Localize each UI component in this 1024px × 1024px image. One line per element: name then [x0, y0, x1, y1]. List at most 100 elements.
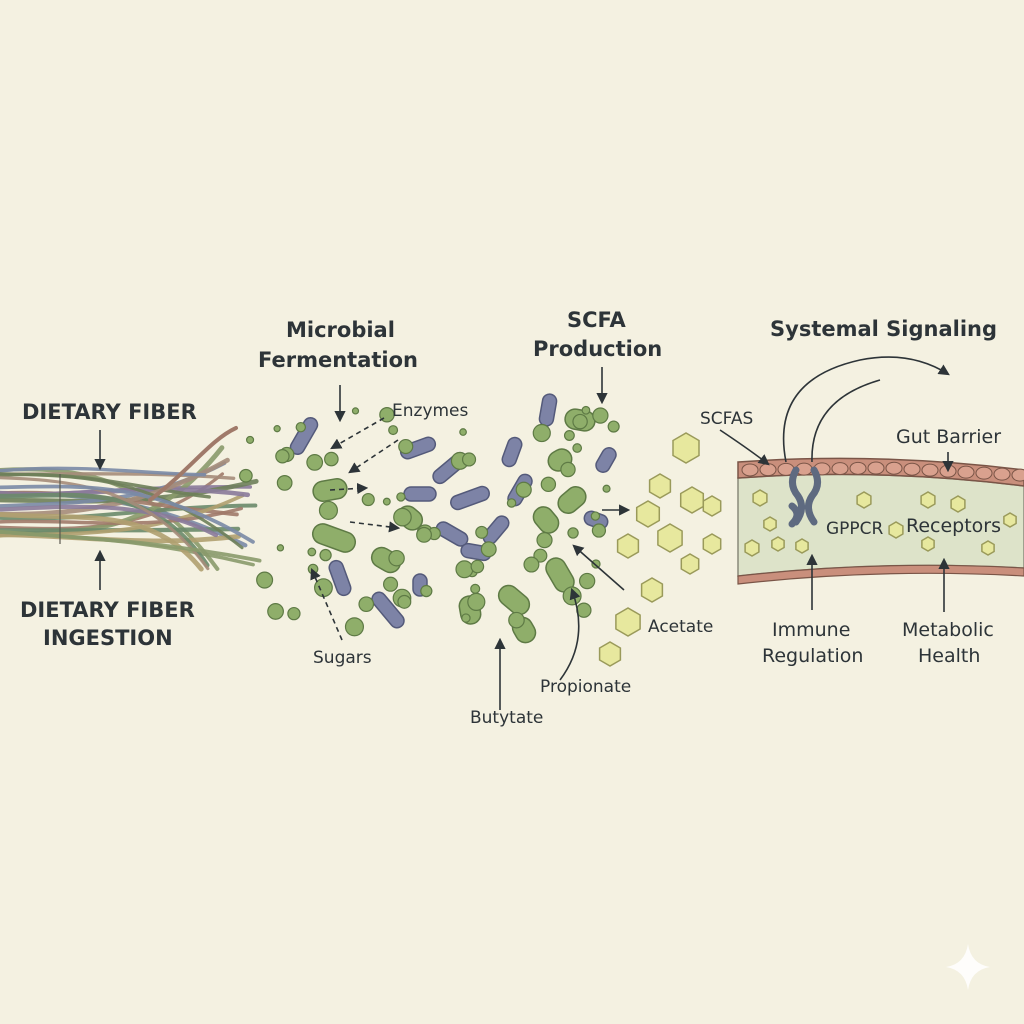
sparkle-icon — [946, 944, 990, 990]
scfa-hexagon — [616, 533, 640, 559]
arrow-sugars — [310, 567, 343, 641]
label-systemal-signaling: Systemal Signaling — [770, 317, 998, 341]
label-dietary-fiber: DIETARY FIBER — [22, 400, 197, 424]
coccus — [533, 548, 548, 563]
coccus — [470, 583, 481, 594]
coccus — [590, 511, 601, 521]
coccus — [307, 547, 317, 557]
fiber-strand — [0, 466, 207, 477]
label-acetate: Acetate — [648, 617, 714, 637]
gpcr-receptor-proteins — [788, 466, 821, 528]
fiber-strand — [0, 492, 210, 568]
coccus — [536, 532, 553, 549]
gut-wall-cell — [849, 461, 867, 475]
coccus — [319, 548, 332, 562]
coccus — [245, 435, 255, 444]
coccus — [592, 407, 609, 424]
bacterium — [501, 436, 523, 468]
gut-wall-cell — [741, 463, 759, 477]
gut-scfa-hexagon — [752, 489, 768, 507]
coccus — [276, 474, 293, 491]
arrow-enzymes-2 — [348, 439, 399, 474]
gut-wall-bottom — [737, 564, 1024, 585]
bacterium — [311, 523, 357, 553]
coccus — [276, 544, 285, 552]
coccus — [420, 584, 433, 598]
arrow-acetate — [572, 544, 625, 591]
bacterium — [532, 506, 560, 534]
fiber-strand — [0, 484, 255, 544]
coccus — [239, 468, 253, 483]
label-scfa-production-line2: Production — [533, 337, 663, 361]
coccus — [382, 497, 391, 506]
coccus — [540, 476, 557, 493]
gut-wall-cell — [957, 465, 975, 479]
coccus — [397, 594, 412, 609]
bacterium — [371, 591, 405, 629]
bacterium — [328, 559, 352, 597]
bacterium — [595, 447, 617, 473]
scfa-hexagon — [657, 523, 683, 553]
label-scfas: SCFAS — [700, 409, 754, 429]
label-gppcr: GPPCR — [826, 519, 884, 539]
coccus — [563, 430, 575, 441]
coccus — [306, 454, 324, 471]
coccus — [508, 611, 525, 629]
coccus — [455, 560, 474, 579]
coccus — [344, 617, 365, 637]
coccus — [295, 421, 307, 433]
bacteria-field — [239, 393, 620, 644]
bacterium — [557, 486, 587, 514]
label-immune-regulation-line2: Regulation — [762, 645, 864, 667]
coccus — [506, 498, 517, 508]
coccus — [576, 602, 592, 618]
fiber-strand — [0, 472, 244, 550]
coccus — [396, 492, 406, 502]
scfa-hexagon — [635, 500, 661, 528]
fiber-strand — [0, 529, 262, 563]
label-metabolic-health-line1: Metabolic — [902, 619, 994, 641]
scfa-hexagon — [679, 486, 705, 514]
gut-scfa-hexagon — [920, 491, 936, 509]
coccus — [607, 420, 620, 433]
bacterium — [450, 485, 490, 511]
coccus — [416, 526, 432, 543]
coccus — [480, 541, 497, 558]
scfa-hexagon — [702, 495, 722, 517]
label-butyrate: Butytate — [470, 708, 544, 728]
gut-scfa-hexagon — [856, 491, 872, 509]
coccus — [358, 596, 375, 613]
arrows — [94, 356, 954, 710]
label-receptors: Receptors — [906, 515, 1002, 537]
coccus — [461, 452, 477, 467]
arrow-enzymes-4 — [349, 521, 401, 533]
gut-scfa-hexagon — [981, 540, 995, 556]
bacterium — [435, 521, 469, 547]
coccus — [602, 484, 611, 493]
coccus — [382, 576, 399, 592]
bacterium — [399, 436, 437, 460]
label-dietary-fiber-ingestion-line1: DIETARY FIBER — [20, 598, 195, 622]
gut-scfa-hexagon — [795, 538, 809, 554]
coccus — [562, 586, 582, 606]
coccus — [461, 613, 471, 623]
arrow-enzymes-1 — [330, 417, 385, 450]
coccus — [275, 449, 290, 464]
label-metabolic-health-line2: Health — [918, 645, 981, 667]
coccus — [523, 556, 540, 573]
coccus — [388, 425, 399, 436]
scfa-hexagon — [680, 553, 700, 575]
arrow-signaling-2 — [811, 379, 881, 463]
gut-scfa-hexagon — [763, 516, 777, 532]
fiber-strand — [148, 426, 238, 502]
bacterium — [403, 486, 437, 502]
scfa-hexagon — [615, 607, 641, 637]
label-microbial-fermentation-line2: Fermentation — [258, 348, 418, 372]
arrow-signaling-1 — [782, 356, 950, 463]
bacterium — [497, 584, 531, 616]
fiber-strand — [0, 504, 219, 538]
scfa-hexagons — [598, 432, 722, 667]
coccus — [572, 413, 588, 430]
